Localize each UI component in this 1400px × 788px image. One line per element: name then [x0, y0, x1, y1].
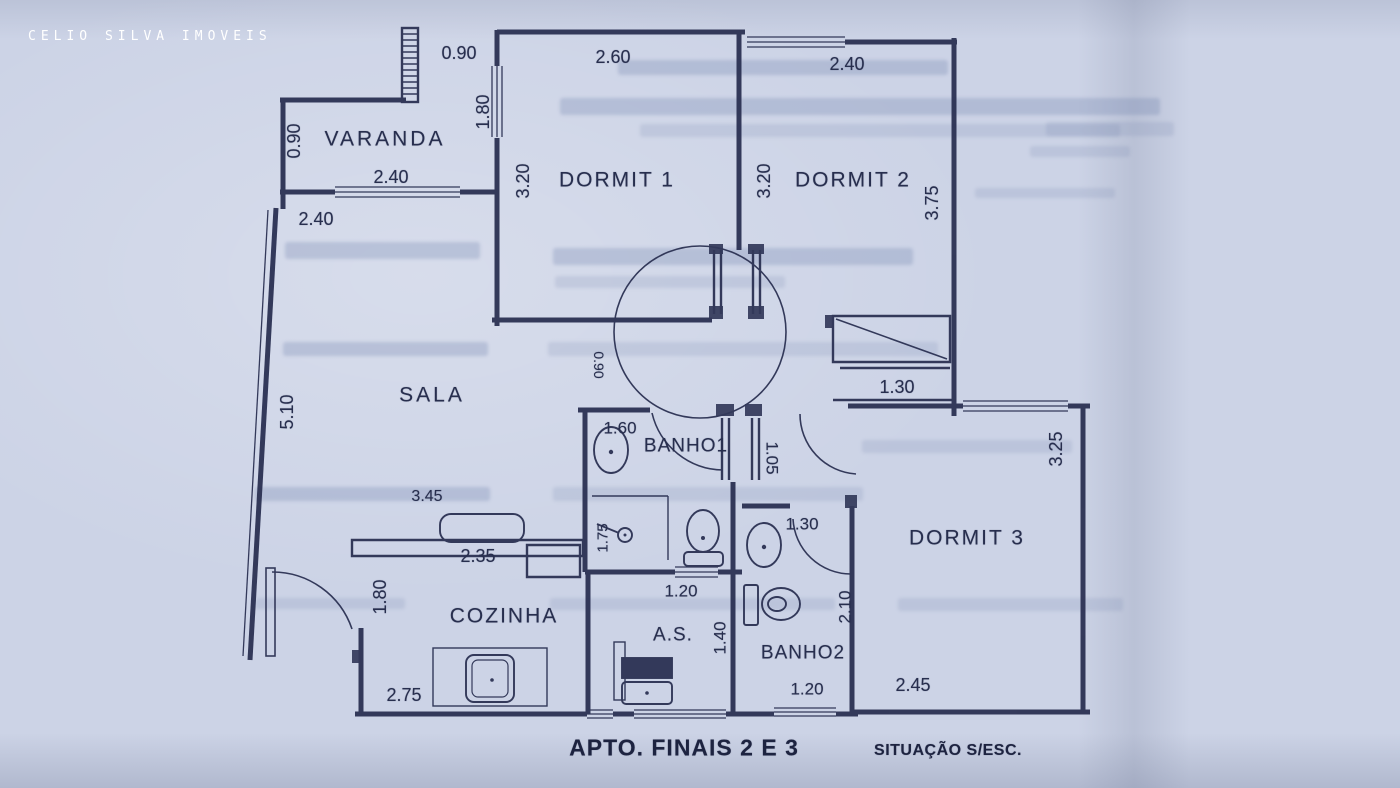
dim-cozinha-width: 2.75 — [386, 685, 422, 705]
banho1-sink-icon — [593, 426, 629, 474]
dim-dormit1-right: 3.20 — [754, 163, 774, 199]
kitchen-counter-icon — [439, 513, 525, 543]
dim-hall-width: 1.05 — [762, 441, 782, 475]
dim-hall-gap: 0.90 — [591, 351, 607, 379]
room-label-sala: SALA — [399, 383, 465, 407]
plan-subtitle: SITUAÇÃO S/ESC. — [874, 742, 1022, 759]
dim-banho1-width: 1.20 — [664, 581, 698, 601]
room-label-as: A.S. — [653, 624, 693, 646]
entry-door-leaf — [265, 567, 276, 657]
dormit3-door-arc — [799, 413, 857, 475]
dim-banho1-sink: 1.60 — [603, 418, 637, 438]
windows — [242, 36, 1068, 719]
walls — [280, 29, 1090, 717]
dim-sala-height: 5.10 — [277, 394, 297, 430]
dim-dormit1-window: 1.80 — [473, 94, 493, 130]
banho2-sink-icon — [746, 522, 782, 568]
room-label-dormit2: DORMIT 2 — [795, 168, 911, 192]
dim-banho2-width: 1.20 — [790, 679, 824, 699]
banho1-toilet-icon — [683, 509, 724, 567]
dim-entry-door: 1.80 — [370, 579, 390, 615]
dim-dormit3-width: 2.45 — [895, 675, 931, 695]
room-label-banho1: BANHO1 — [643, 435, 729, 457]
dim-top-gap: 0.90 — [441, 43, 477, 63]
dim-varanda-depth: 0.90 — [284, 123, 304, 159]
room-label-cozinha: COZINHA — [449, 604, 559, 628]
dim-dormit2-width: 2.40 — [829, 54, 865, 74]
dim-kitchen-top: 3.45 — [411, 488, 443, 505]
fixtures — [432, 426, 801, 707]
room-label-dormit3: DORMIT 3 — [909, 526, 1025, 550]
plan-title: APTO. FINAIS 2 E 3 — [569, 734, 799, 761]
dim-closet: 1.30 — [879, 377, 915, 397]
dim-kitchen-counter: 2.35 — [460, 546, 496, 566]
door-arcs — [265, 245, 948, 657]
dim-dormit2-height: 3.75 — [922, 185, 942, 221]
hatched-wall — [400, 26, 420, 104]
banho2-toilet-icon — [743, 584, 801, 626]
dim-servico-width: 1.40 — [710, 621, 730, 655]
room-label-dormit1: DORMIT 1 — [559, 168, 675, 192]
dim-dormit1-width: 2.60 — [595, 47, 631, 67]
watermark-text: CELIO SILVA IMOVEIS — [28, 29, 272, 44]
kitchen-sink-icon — [432, 647, 548, 707]
dim-banho1-shower: 1.75 — [594, 523, 612, 553]
dim-dormit3-height: 3.25 — [1046, 431, 1066, 467]
room-label-banho2: BANHO2 — [760, 642, 846, 664]
jamb-blocks — [352, 244, 857, 663]
hall-door-swings — [613, 245, 787, 419]
banho1-door-arc — [651, 412, 724, 471]
shaft-diagonal — [835, 318, 948, 360]
room-label-varanda: VARANDA — [324, 127, 446, 151]
banho2-door-arc — [792, 518, 852, 575]
dim-sala-top: 2.40 — [298, 209, 334, 229]
banho1-shower-icon — [592, 495, 669, 560]
dim-banho2-depth: 2.10 — [835, 590, 855, 624]
dim-varanda-width: 2.40 — [373, 167, 409, 187]
laundry-tank-icon — [613, 641, 673, 705]
secondary-walls — [350, 250, 955, 579]
dim-banho2-sink: 1.30 — [785, 514, 819, 534]
entry-door-arc — [271, 571, 353, 630]
dim-dormit1-left: 3.20 — [513, 163, 533, 199]
